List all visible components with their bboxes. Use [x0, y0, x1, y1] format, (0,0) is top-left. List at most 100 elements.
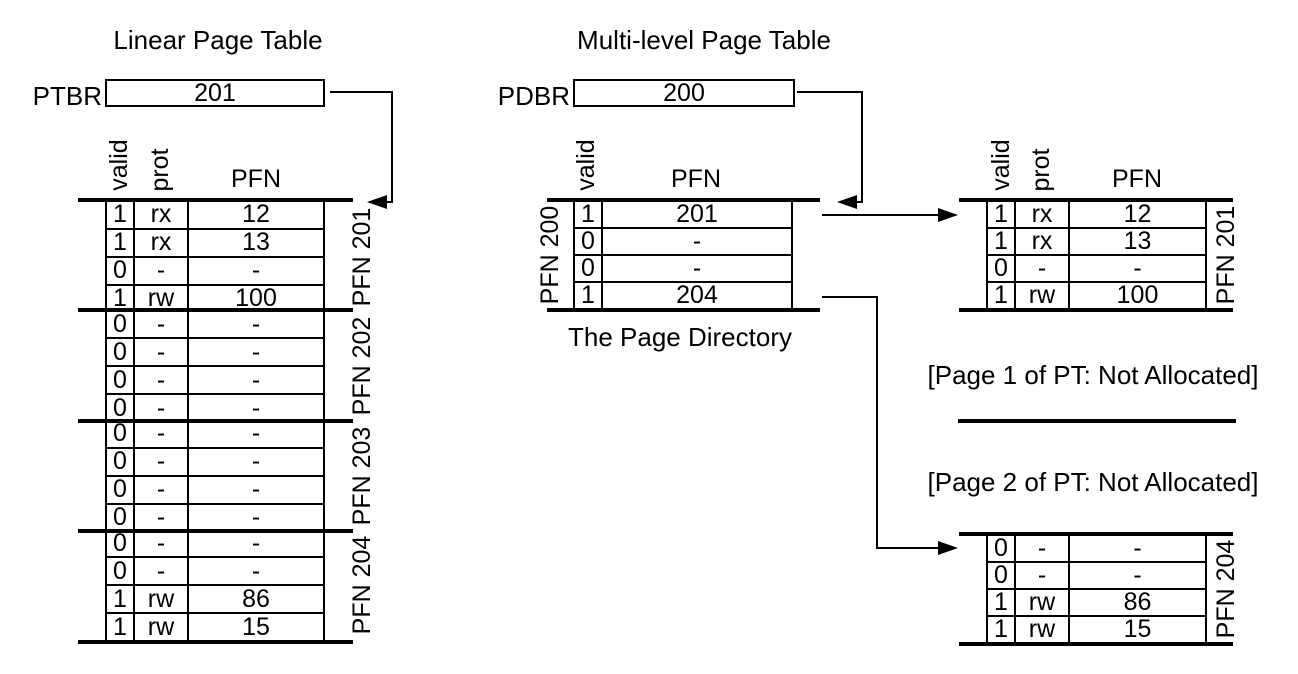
cell-pfn: -	[189, 311, 325, 338]
pt204-side-label: PFN 204	[1211, 539, 1240, 639]
note-page1-not-allocated: [Page 1 of PT: Not Allocated]	[927, 360, 1259, 390]
pdbr-register-value: 200	[663, 78, 705, 107]
group-label-pfn-201: PFN 201	[347, 207, 376, 307]
cell-valid: 0	[107, 421, 135, 447]
cell-valid: 0	[988, 256, 1016, 281]
cell-prot: -	[135, 558, 189, 585]
cell-valid: 0	[575, 229, 603, 254]
table-row: 0--	[107, 339, 325, 368]
cell-prot: rx	[1016, 229, 1070, 254]
cell-pfn: -	[603, 256, 793, 281]
arrowhead-left-icon	[837, 195, 857, 209]
cell-pfn: 204	[603, 283, 793, 308]
cell-pfn: -	[189, 530, 325, 557]
cell-prot: rw	[135, 586, 189, 613]
pdbr-register-box: 200	[573, 79, 795, 107]
cell-valid: 1	[988, 229, 1016, 254]
cell-pfn: -	[189, 477, 325, 503]
thick-rule	[547, 198, 820, 202]
cell-pfn: 15	[1070, 617, 1207, 642]
cell-valid: 1	[107, 202, 135, 228]
cell-prot: -	[135, 530, 189, 557]
arrowhead-left-icon	[367, 195, 387, 209]
cell-valid: 0	[107, 258, 135, 284]
cell-valid: 1	[107, 614, 135, 640]
table-row: 0--	[107, 311, 325, 340]
thick-rule	[959, 642, 1233, 646]
cell-valid: 1	[107, 586, 135, 613]
ptbr-register-label: PTBR	[32, 81, 102, 111]
directory-side-label-pfn-200: PFN 200	[535, 205, 564, 305]
pde-204-arrow-line	[822, 296, 878, 298]
cell-pfn: 13	[1070, 229, 1207, 254]
table-row: 0-	[575, 256, 793, 283]
group-label-pfn-203: PFN 203	[347, 426, 376, 526]
cell-prot: -	[135, 258, 189, 284]
cell-pfn: -	[189, 421, 325, 447]
cell-valid: 1	[107, 286, 135, 312]
thick-rule	[78, 640, 353, 644]
pde-201-arrow-line	[822, 214, 940, 216]
cell-prot: rw	[1016, 617, 1070, 642]
cell-prot: rx	[1016, 202, 1070, 227]
table-row: 0--	[107, 258, 325, 286]
ptbr-register-box: 201	[105, 79, 325, 107]
cell-valid: 0	[107, 367, 135, 394]
thick-rule	[78, 419, 353, 423]
cell-pfn: 201	[603, 202, 793, 227]
table-row: 0--	[107, 421, 325, 449]
cell-valid: 0	[988, 563, 1016, 588]
cell-pfn: 86	[1070, 590, 1207, 615]
cell-pfn: 13	[189, 230, 325, 256]
cell-pfn: 12	[1070, 202, 1207, 227]
left-header-valid: valid	[104, 139, 133, 191]
arrowhead-right-icon	[938, 541, 958, 555]
table-row: 0--	[107, 395, 325, 421]
ptbr-register-value: 201	[194, 78, 236, 107]
cell-pfn: 12	[189, 202, 325, 228]
cell-valid: 0	[107, 505, 135, 531]
cell-pfn: 100	[189, 286, 325, 312]
cell-prot: -	[1016, 563, 1070, 588]
note-page2-not-allocated: [Page 2 of PT: Not Allocated]	[927, 467, 1259, 497]
arrowhead-right-icon	[938, 208, 958, 222]
cell-valid: 0	[988, 536, 1016, 561]
thick-rule	[78, 198, 353, 202]
cell-prot: -	[135, 449, 189, 475]
linear-page-table-title: Linear Page Table	[113, 25, 323, 55]
cell-valid: 0	[107, 395, 135, 421]
cell-pfn: -	[189, 558, 325, 585]
cell-pfn: -	[189, 339, 325, 366]
cell-prot: -	[135, 311, 189, 338]
cell-prot: rx	[135, 202, 189, 228]
cell-valid: 1	[107, 230, 135, 256]
cell-valid: 1	[988, 283, 1016, 308]
cell-pfn: -	[603, 229, 793, 254]
thick-rule	[959, 308, 1233, 312]
group-label-pfn-204: PFN 204	[347, 535, 376, 635]
cell-pfn: -	[189, 395, 325, 421]
cell-valid: 1	[575, 202, 603, 227]
left-header-pfn: PFN	[231, 165, 281, 193]
directory-header-pfn: PFN	[671, 165, 721, 193]
cell-valid: 0	[107, 311, 135, 338]
cell-prot: -	[135, 505, 189, 531]
thick-rule	[547, 308, 820, 312]
cell-prot: -	[135, 477, 189, 503]
pde-204-arrow-line	[876, 296, 878, 549]
cell-prot: rx	[135, 230, 189, 256]
cell-pfn: -	[189, 367, 325, 394]
ptbr-arrow-line	[330, 91, 393, 93]
cell-prot: -	[1016, 256, 1070, 281]
table-row: 0--	[107, 558, 325, 587]
